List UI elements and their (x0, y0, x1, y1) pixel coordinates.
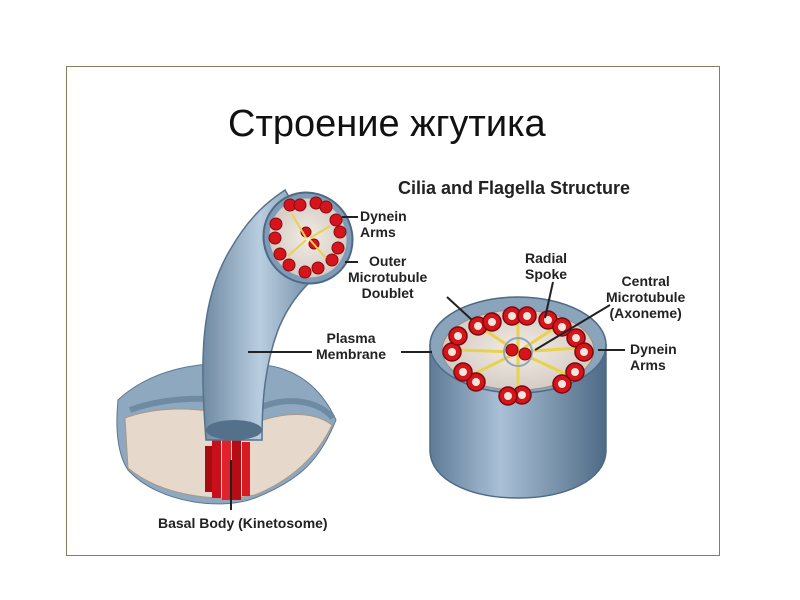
label-radial-spoke: Radial Spoke (525, 250, 567, 282)
basal-body (205, 436, 250, 500)
label-line: Arms (630, 357, 666, 373)
label-line: Dynein (630, 341, 677, 357)
label-dynein-arms-top: Dynein Arms (360, 208, 407, 240)
label-plasma-membrane: Plasma Membrane (316, 330, 386, 362)
flagellum-tube (202, 188, 354, 441)
axoneme-cross-section (429, 296, 607, 499)
label-line: Membrane (316, 346, 387, 362)
label-basal-body: Basal Body (Kinetosome) (158, 515, 328, 531)
label-line: Arms (360, 224, 396, 240)
label-line: Spoke (525, 266, 568, 282)
diagram-title: Cilia and Flagella Structure (398, 178, 631, 198)
label-line: Plasma (326, 330, 376, 346)
label-outer-microtubule-doublet: Outer Microtubule Doublet (348, 253, 427, 301)
label-line: Radial (525, 250, 568, 266)
label-line: Dynein (360, 208, 407, 224)
label-leaders (230, 216, 625, 510)
label-dynein-arms-right: Dynein Arms (630, 341, 677, 373)
label-line: Microtubule (348, 269, 428, 285)
label-line: (Axoneme) (609, 305, 682, 321)
label-line: Doublet (361, 285, 414, 301)
label-line: Central (621, 273, 670, 289)
label-central-microtubule: Central Microtubule (Axoneme) (606, 273, 685, 321)
label-line: Microtubule (606, 289, 686, 305)
slide-title: Строение жгутика (228, 103, 546, 145)
label-line: Outer (369, 253, 407, 269)
